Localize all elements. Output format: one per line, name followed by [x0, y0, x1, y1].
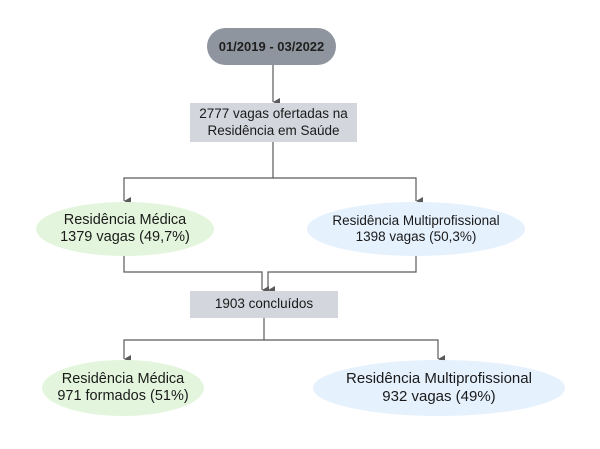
total-vagas-node: 2777 vagas ofertadas na Residência em Sa… — [190, 103, 357, 142]
edge-medica-to-concluidos — [123, 256, 269, 294]
edge-total-to-medica — [123, 142, 274, 205]
edge-multi-to-concluidos — [267, 256, 417, 294]
residencia-medica-vagas-node: Residência Médica 1379 vagas (49,7%) — [36, 202, 214, 256]
residencia-multi-formados-value: 932 vagas (49%) — [382, 388, 496, 405]
residencia-multi-vagas-value: 1398 vagas (50,3%) — [355, 229, 477, 244]
total-vagas-line1: 2777 vagas ofertadas na — [199, 106, 348, 122]
residencia-multi-formados-node: Residência Multiprofissional 932 vagas (… — [313, 360, 565, 416]
residencia-medica-formados-value: 971 formados (51%) — [57, 388, 189, 404]
residencia-medica-vagas-title: Residência Médica — [63, 211, 187, 228]
residencia-multi-vagas-node: Residência Multiprofissional 1398 vagas … — [307, 202, 525, 256]
concluidos-label: 1903 concluídos — [214, 296, 314, 312]
residencia-medica-formados-title: Residência Médica — [61, 370, 185, 387]
residencia-medica-vagas-value: 1379 vagas (49,7%) — [60, 229, 190, 245]
edge-concluidos-to-multi — [264, 339, 445, 363]
period-label: 01/2019 - 03/2022 — [218, 38, 325, 54]
residencia-medica-formados-node: Residência Médica 971 formados (51%) — [42, 360, 204, 416]
total-vagas-line2: Residência em Saúde — [207, 122, 340, 138]
edge-concluidos-to-medica — [123, 318, 265, 363]
concluidos-node: 1903 concluídos — [190, 291, 338, 318]
residencia-multi-formados-title: Residência Multiprofissional — [346, 370, 532, 387]
period-node: 01/2019 - 03/2022 — [207, 28, 336, 65]
edge-total-to-multi — [273, 177, 423, 205]
residencia-multi-vagas-title: Residência Multiprofissional — [332, 212, 500, 228]
